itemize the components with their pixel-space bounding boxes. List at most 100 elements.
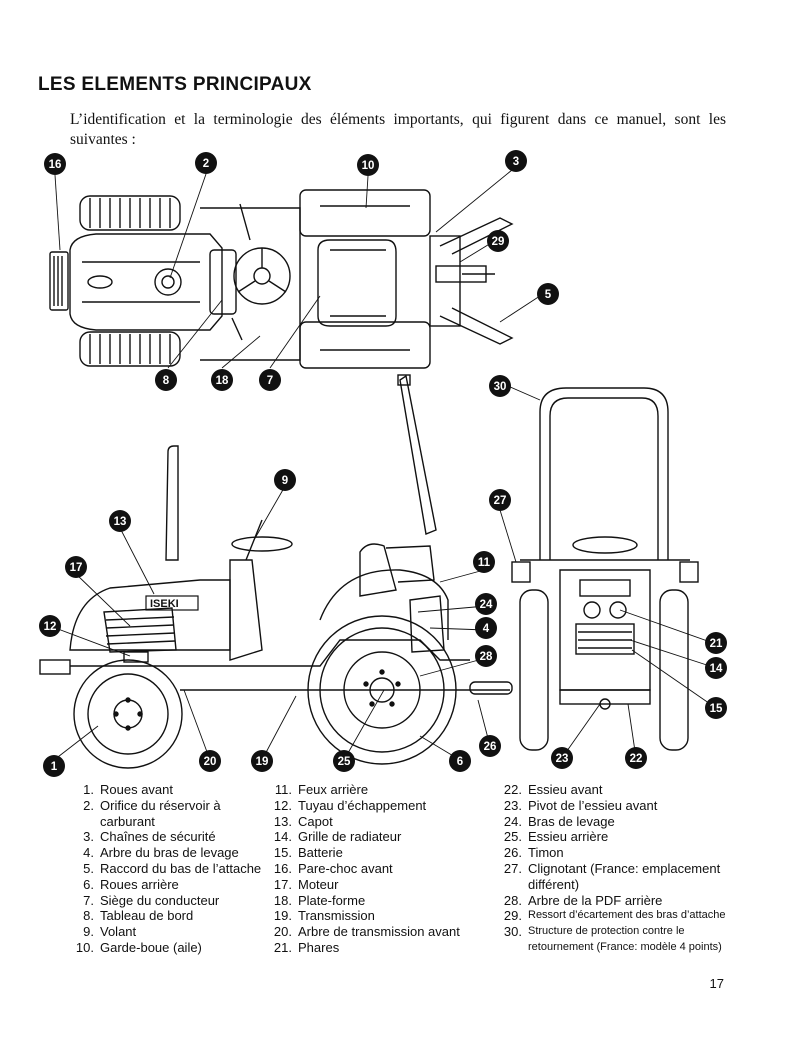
legend-item-label: Orifice du réservoir à carburant (100, 797, 221, 829)
legend-item-number: 29. (503, 908, 522, 924)
legend-item-number: 5. (83, 860, 94, 876)
leader-lines (49, 169, 717, 761)
callout-2: 2 (195, 152, 217, 174)
callout-29: 29 (487, 230, 509, 252)
legend-item: 22.Essieu avant (500, 782, 730, 798)
callout-badge-circle (489, 489, 511, 511)
legend-item-label: Ressort d’écartement des bras d’attache (528, 909, 726, 922)
legend-item: 11.Feux arrière (270, 782, 492, 798)
legend-item-number: 21. (273, 939, 292, 955)
legend-item-number: 10. (75, 939, 94, 955)
side-view-illustration: ISEKI (39, 374, 513, 769)
legend-item-number: 18. (273, 892, 292, 908)
legend-item-label: Chaînes de sécurité (100, 829, 216, 845)
callout-6: 6 (449, 750, 471, 772)
legend-item: 5.Raccord du bas de l’attache (72, 861, 272, 877)
callout-number: 10 (362, 160, 375, 172)
callout-badge-circle (199, 750, 221, 772)
callout-8: 8 (155, 369, 177, 391)
legend-item-label: Tuyau d’échappement (298, 797, 427, 813)
legend-item-number: 19. (273, 908, 292, 924)
callout-23: 23 (551, 747, 573, 769)
callout-10: 10 (357, 154, 379, 176)
legend-item: 6.Roues arrière (72, 877, 272, 893)
legend-item-number: 4. (83, 845, 94, 861)
legend-item-number: 2. (83, 797, 94, 813)
callout-30: 30 (489, 375, 511, 397)
callout-badge-circle (505, 150, 527, 172)
callout-badge-circle (259, 369, 281, 391)
legend-item: 26.Timon (500, 845, 730, 861)
legend-item-number: 11. (274, 782, 292, 797)
callout-14: 14 (705, 657, 727, 679)
legend-item: 16. Pare-choc avant (270, 861, 492, 877)
legend-item: 17.Moteur (270, 877, 492, 893)
legend-item: 29. Ressort d’écartement des bras d’attac… (500, 908, 730, 924)
callout-badge-circle (705, 657, 727, 679)
legend-item-number: 25. (503, 829, 522, 845)
legend-item-number: 9. (83, 924, 94, 940)
legend-item-number: 30. (503, 924, 522, 940)
callout-number: 18 (216, 375, 229, 387)
callout-18: 18 (211, 369, 233, 391)
callout-number: 20 (204, 756, 217, 768)
legend-item: 7.Siège du conducteur (72, 893, 272, 909)
callout-4: 4 (475, 617, 497, 639)
callout-badge-circle (475, 593, 497, 615)
callout-badge-circle (479, 735, 501, 757)
legend-item-label: Batterie (298, 845, 343, 861)
legend-item-label: Phares (298, 939, 340, 955)
legend-item-label: Pivot de l’essieu avant (528, 797, 658, 813)
legend-item: 1.Roues avant (72, 782, 272, 798)
legend-item-label: Transmission (298, 908, 375, 924)
legend-item-number: 7. (83, 892, 94, 908)
legend-item-label: Moteur (298, 876, 339, 892)
legend-item-label: Plate-forme (298, 892, 366, 908)
legend-item: 30.Structure de protection contre le ret… (500, 924, 730, 956)
callout-badge-circle (65, 556, 87, 578)
callout-number: 21 (710, 638, 723, 650)
callout-5: 5 (537, 283, 559, 305)
legend-item-label: Bras de levage (528, 813, 615, 829)
callout-number: 9 (282, 475, 288, 487)
callout-number: 1 (51, 761, 58, 773)
callout-badge-circle (44, 153, 66, 175)
callout-badge-circle (473, 551, 495, 573)
legend-item-label: Arbre de la PDF arrière (528, 892, 663, 908)
legend-item: 13.Capot (270, 814, 492, 830)
legend-item: 4.Arbre du bras de levage (72, 845, 272, 861)
callout-11: 11 (473, 551, 495, 573)
page-number: 17 (709, 976, 724, 991)
legend-item: 18. Plate-forme (270, 893, 492, 909)
callout-badge-circle (274, 469, 296, 491)
callout-7: 7 (259, 369, 281, 391)
callout-number: 22 (630, 753, 643, 765)
callout-number: 11 (478, 557, 491, 569)
legend-item-number: 6. (83, 876, 94, 892)
callout-17: 17 (65, 556, 87, 578)
legend-item: 28.Arbre de la PDF arrière (500, 893, 730, 909)
callout-number: 7 (267, 375, 273, 387)
page-title: LES ELEMENTS PRINCIPAUX (38, 74, 312, 95)
callout-number: 29 (492, 236, 505, 248)
rear-view-illustration (511, 387, 699, 751)
legend-item-number: 3. (83, 829, 94, 845)
legend-item-number: 26. (503, 845, 522, 861)
legend-item-label: Pare-choc avant (298, 860, 393, 876)
callout-12: 12 (39, 615, 61, 637)
callout-number: 17 (70, 562, 83, 574)
callout-number: 26 (484, 741, 497, 753)
callout-22: 22 (625, 747, 647, 769)
legend-item-number: 16. (273, 860, 292, 876)
legend-item-number: 1. (83, 782, 94, 797)
legend-item: 14.Grille de radiateur (270, 829, 492, 845)
callout-number: 28 (480, 651, 493, 663)
legend-item: 15.Batterie (270, 845, 492, 861)
legend-item: 23.Pivot de l’essieu avant (500, 798, 730, 814)
legend-item-number: 27. (503, 860, 522, 876)
legend-item-number: 20. (273, 924, 292, 940)
callout-number: 13 (114, 516, 127, 528)
